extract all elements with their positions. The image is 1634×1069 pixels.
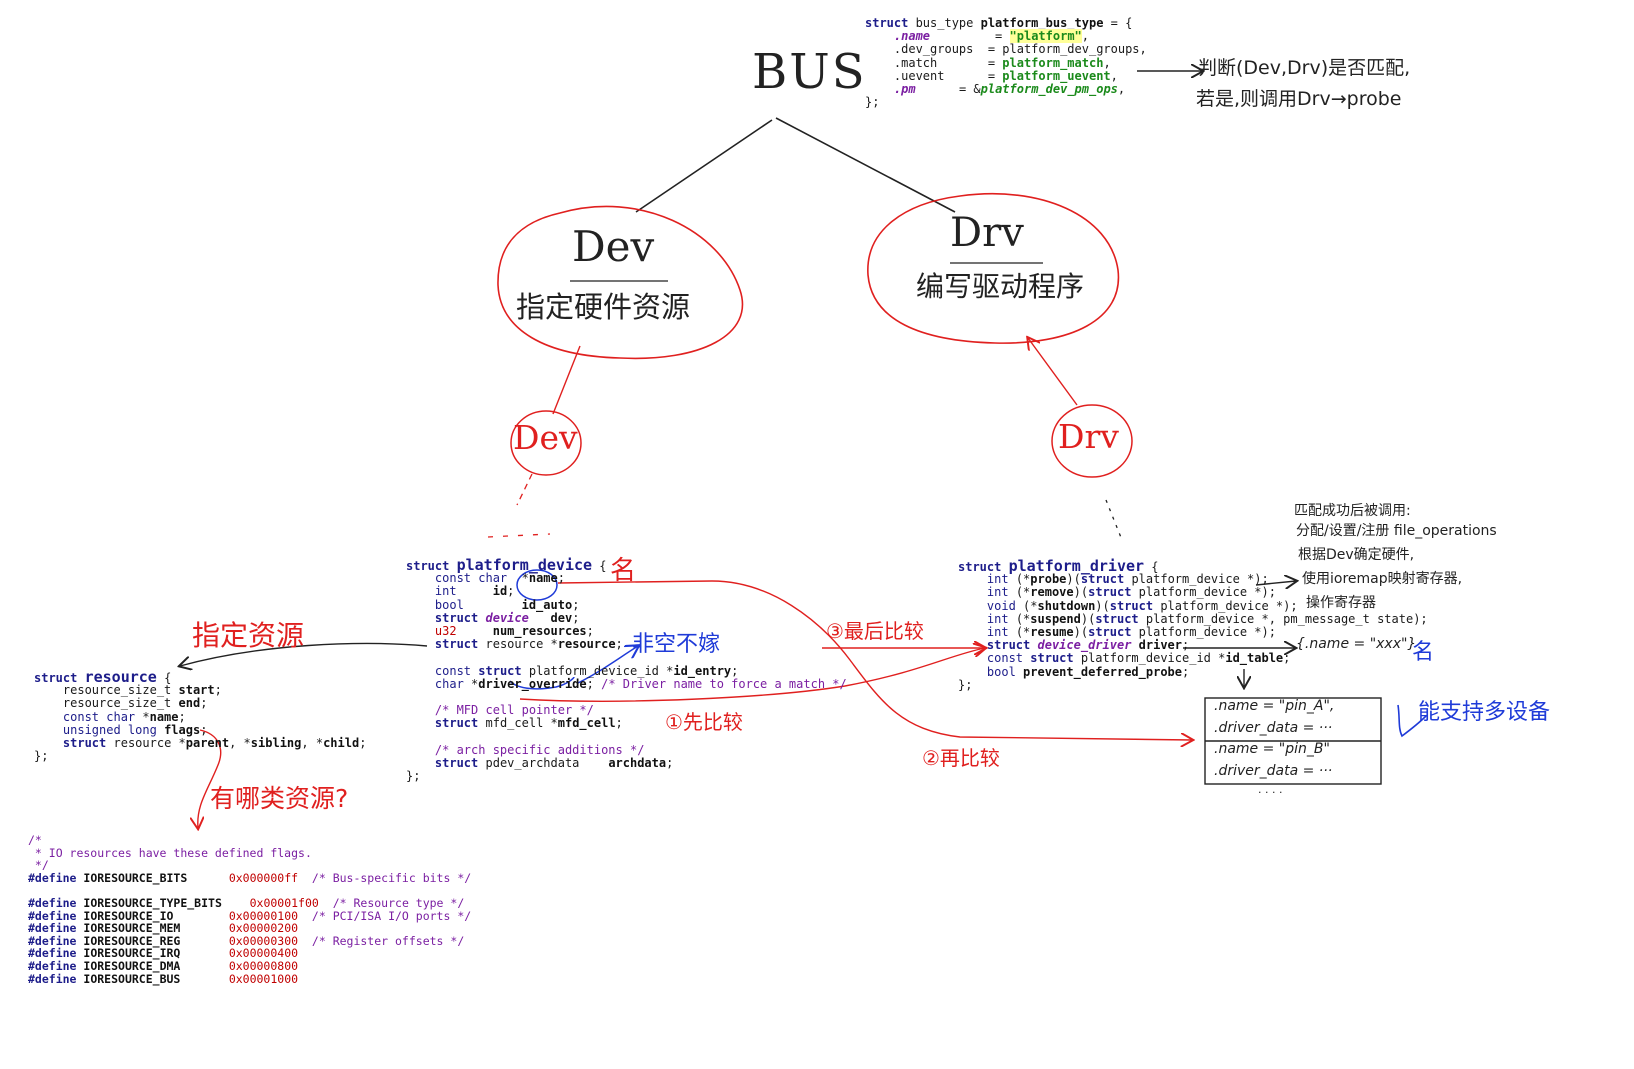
code-platform-device: struct platform_device { const char *nam… <box>406 556 847 783</box>
drv-desc: 编写驱动程序 <box>916 270 1085 303</box>
probe-arrow <box>1255 581 1296 585</box>
id-row-b-data: .driver_data = ··· <box>1214 763 1333 779</box>
bus-to-dev-line <box>635 119 773 213</box>
probe-note-line: 根据Dev确定硬件, <box>1298 547 1415 563</box>
which-resources-arrow <box>198 729 222 828</box>
match-note-1: 判断(Dev,Drv)是否匹配, <box>1198 57 1411 79</box>
code-resource: struct resource { resource_size_t start;… <box>34 668 367 764</box>
step3-label: ③最后比较 <box>826 619 924 643</box>
bus-to-drv-line <box>775 117 956 213</box>
bus-label: BUS <box>752 44 867 100</box>
dev-desc: 指定硬件资源 <box>516 290 691 324</box>
non-null-label: 非空不嫁 <box>632 632 721 657</box>
step2-label: ②再比较 <box>922 746 1000 770</box>
probe-note-line: 操作寄存器 <box>1306 595 1376 611</box>
name-xxx-label: {.name = "xxx"} <box>1296 636 1417 652</box>
match-note-2: 若是,则调用Drv→probe <box>1196 88 1402 110</box>
code-ioresource-defines: /* * IO resources have these defined fla… <box>28 833 472 986</box>
drv-circle <box>867 192 1120 344</box>
drv-up-arrow <box>1028 338 1078 406</box>
cmp1-arrow <box>519 648 985 702</box>
dev-circle <box>497 205 744 360</box>
small-dev-circle <box>510 410 582 476</box>
code-platform-driver: struct platform_driver { int (*probe)(st… <box>958 557 1428 692</box>
multi-device-bracket <box>1397 704 1427 738</box>
small-drv-label: Drv <box>1058 417 1119 456</box>
id-row-a-data: .driver_data = ··· <box>1214 720 1333 736</box>
probe-note-line: 分配/设置/注册 file_operations <box>1296 523 1497 539</box>
probe-note-line: 匹配成功后被调用: <box>1294 503 1411 519</box>
which-resources-label: 有哪类资源? <box>210 784 349 813</box>
id-table-ellipsis: · · · · <box>1258 786 1283 799</box>
specify-resource-arrow <box>180 642 428 666</box>
non-null-arrow <box>577 646 638 684</box>
id-row-a-name: .name = "pin_A", <box>1214 698 1335 714</box>
step1-label: ①先比较 <box>665 710 743 734</box>
name-tag: 名 <box>610 556 637 586</box>
dev-title: Dev <box>572 222 655 271</box>
small-drv-circle <box>1051 404 1133 478</box>
specify-resource-label: 指定资源 <box>192 619 305 652</box>
drv-title: Drv <box>950 210 1024 256</box>
code-bus-type: struct bus_type platform_bus_type = { .n… <box>865 16 1147 110</box>
cmp2-arrow <box>557 580 1192 740</box>
id-row-b-name: .name = "pin_B" <box>1214 741 1330 757</box>
name-highlight <box>516 569 558 601</box>
override-highlight <box>509 676 575 690</box>
small-dev-label: Dev <box>513 418 578 457</box>
probe-note-line: 使用ioremap映射寄存器, <box>1302 571 1463 587</box>
multi-device-label: 能支持多设备 <box>1418 700 1551 725</box>
name-tag-2: 名 <box>1412 640 1435 665</box>
dev-down-line <box>552 345 581 415</box>
